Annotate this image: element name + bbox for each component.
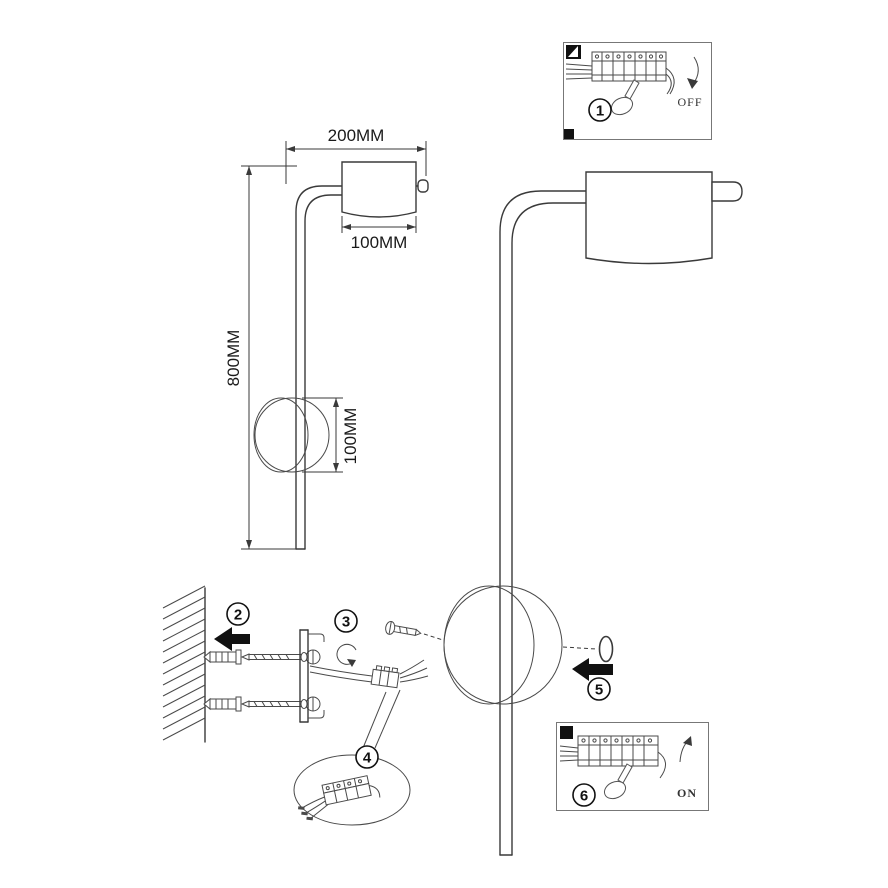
dimension-arm-width-label: 200MM (328, 126, 385, 145)
step5-ring: 5 (562, 635, 614, 701)
left-lamp-wall-mount-inner (253, 397, 309, 473)
step5-number: 5 (595, 682, 603, 699)
dimension-shade-width-label: 100MM (351, 233, 408, 252)
terminal-block-step4 (298, 775, 381, 821)
step5-badge (587, 677, 611, 701)
dimension-pole-height: 800MM (224, 165, 297, 550)
step4-number: 4 (363, 750, 372, 767)
inset-step1-corner-mark (564, 129, 574, 139)
dimension-pole-height-label: 800MM (224, 330, 243, 387)
wiring-connector (309, 659, 429, 749)
left-lamp-shade (341, 161, 417, 218)
inset-step6-corner-mark (560, 726, 573, 739)
mounting-screw-bottom (240, 696, 321, 712)
step3-number: 3 (342, 614, 350, 631)
dimension-shade-width: 100MM (341, 216, 417, 252)
step6-badge (572, 783, 596, 807)
cable-step6 (657, 751, 666, 779)
wall-anchor-top (203, 649, 242, 665)
cable-step1 (665, 67, 675, 95)
dimension-mount-diameter-label: 100MM (341, 408, 360, 465)
step1-badge (588, 98, 612, 122)
step4-badge (355, 745, 379, 769)
dimension-mount-diameter: 100MM (302, 397, 360, 473)
wall-anchor-bottom (203, 696, 242, 712)
inset-step6-on: ON 6 (556, 722, 709, 811)
ring-alignment-dash (562, 646, 597, 650)
step3-rotate: 3 (334, 609, 358, 667)
off-label: OFF (677, 95, 702, 109)
wall-hatching (162, 585, 206, 741)
step4-detail: 4 (293, 745, 411, 826)
left-lamp-arm-knob (417, 179, 429, 193)
rotate-arrow-step3 (336, 643, 357, 665)
wall-section: 2 (162, 585, 250, 743)
left-lamp-figure (253, 161, 429, 550)
right-lamp-pole-outer (499, 190, 742, 856)
retaining-ring (598, 635, 614, 663)
right-lamp-wall-mount-inner (443, 585, 535, 705)
push-arrow-step5 (572, 658, 613, 681)
inset-step1-off: OFF 1 (563, 42, 712, 140)
step2-number: 2 (234, 607, 242, 624)
right-lamp-pole-inner (511, 202, 588, 856)
warning-triangle-icon (568, 46, 578, 57)
right-lamp-wall-mount (443, 585, 563, 705)
right-lamp-shade (585, 171, 713, 265)
terminal-block-step6 (577, 735, 659, 767)
mount-screw (385, 620, 422, 637)
hand-icon-step1 (610, 79, 640, 116)
on-label: ON (677, 786, 697, 800)
right-lamp-arm-knob (711, 181, 743, 202)
left-lamp-wall-mount (254, 397, 330, 473)
step1-number: 1 (596, 103, 604, 120)
mounting-bracket (299, 629, 325, 723)
left-lamp-pole-outer (295, 185, 420, 550)
step6-number: 6 (580, 788, 588, 805)
step3-badge (334, 609, 358, 633)
leader-line-step4-a (362, 691, 387, 749)
screw-alignment-dash (423, 633, 444, 641)
hand-icon-step6 (603, 763, 633, 800)
left-lamp-pole-inner (304, 194, 344, 550)
terminal-block-step1 (591, 51, 667, 82)
step2-badge (226, 602, 250, 626)
push-arrow-step2 (214, 627, 250, 651)
dimension-arm-width: 200MM (285, 126, 427, 184)
right-lamp-figure (443, 171, 743, 856)
leader-line-step4-b (374, 689, 401, 749)
